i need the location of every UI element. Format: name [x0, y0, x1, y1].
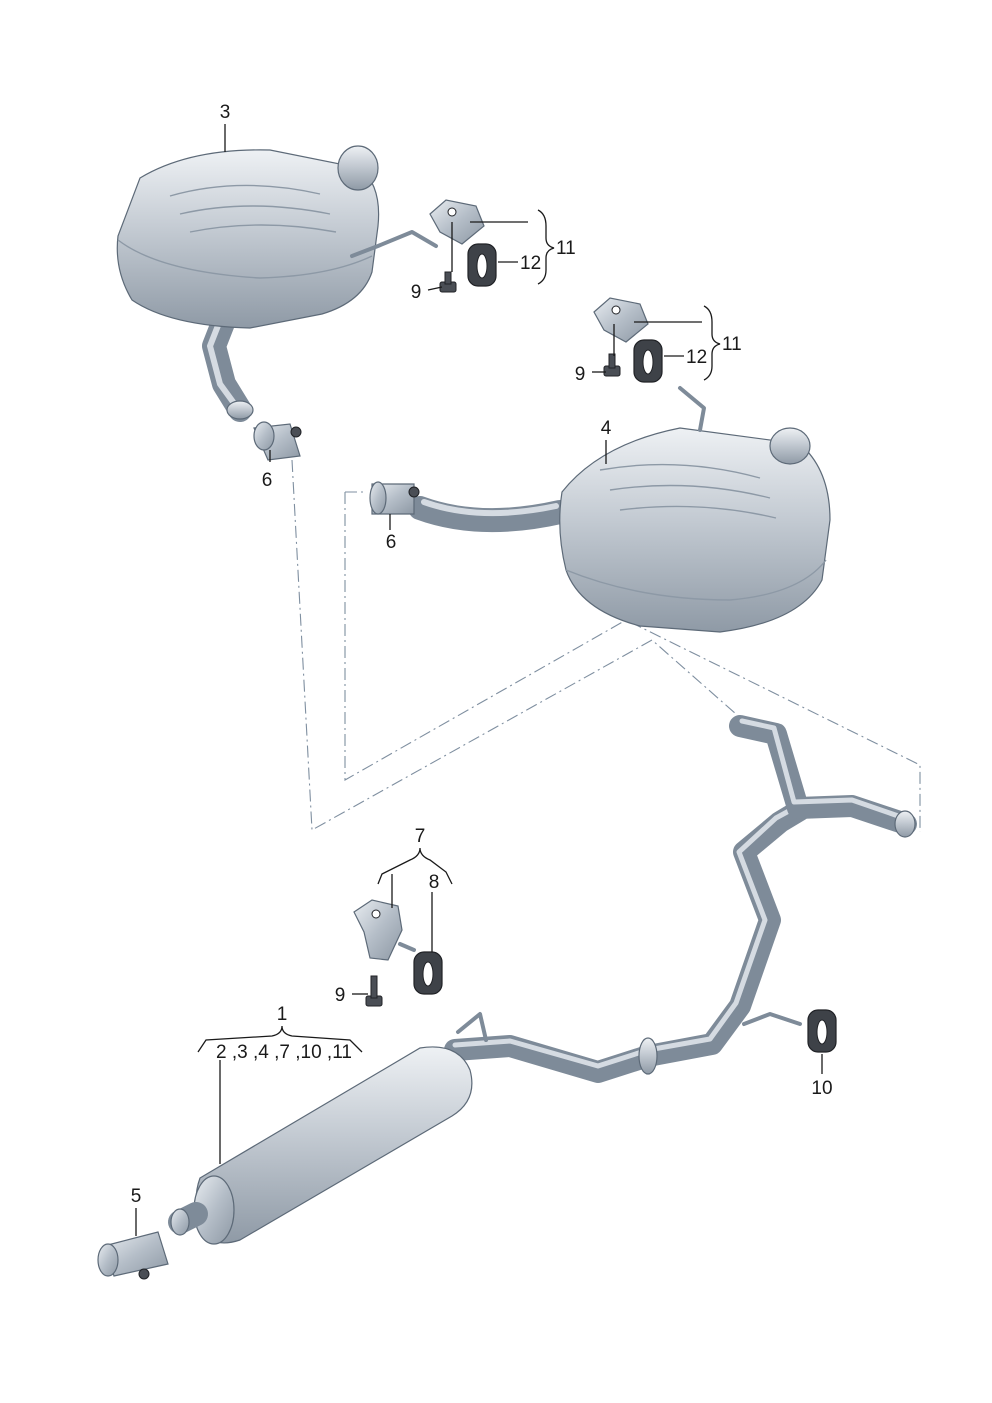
rubber-mount-middle: [633, 339, 663, 383]
brace-1: [197, 1025, 363, 1053]
front-silencer-inlet-end: [170, 1208, 190, 1236]
rubber-mount-right-hole: [816, 1019, 828, 1045]
clamp-middle: [369, 481, 420, 515]
muffler-right-seam: [565, 559, 827, 601]
muffler-left-pipe-end: [226, 400, 254, 420]
clamp-upper: [253, 421, 302, 461]
bolt-middle: [603, 353, 621, 377]
rear-muffler-left: [116, 145, 438, 422]
callout-bracket-assembly-lower: 7: [415, 826, 426, 847]
callout-bolt-lower: 9: [335, 985, 346, 1006]
bolt-lower-shank: [370, 975, 378, 999]
guide-line-1: [291, 459, 737, 831]
callout-clamp-front: 5: [131, 1186, 142, 1207]
bracket-lower-stud: [398, 942, 416, 952]
muffler-left-tailpipe: [337, 145, 379, 191]
bracket-lower-hole: [371, 909, 381, 919]
center-pipe-main: [444, 799, 811, 1083]
muffler-right-inlet-pipe: [408, 496, 572, 533]
bracket-lower: [353, 899, 416, 961]
rear-muffler-right: [408, 386, 831, 633]
muffler-left-body: [116, 149, 380, 329]
callout-bracket-assembly-middle: 11: [722, 334, 742, 355]
bracket-upper: [429, 199, 485, 245]
callout-rubber-mount-right: 10: [811, 1078, 832, 1099]
bolt-upper-shank: [444, 271, 452, 285]
bracket-upper-hole: [447, 207, 457, 217]
center-exhaust-pipe: [168, 715, 917, 1245]
rubber-mount-upper-hole: [476, 253, 488, 279]
callout-rubber-mount-upper: 12: [520, 253, 541, 274]
muffler-right-tailpipe: [769, 427, 811, 465]
callout-muffler-rear-right: 4: [601, 418, 612, 439]
clamp-upper-nut: [290, 426, 302, 438]
clamp-front: [97, 1231, 169, 1280]
leader-lines: [135, 124, 823, 1236]
y-pipe-branch-highlight: [739, 718, 907, 821]
callout-rubber-mount-lower: 8: [429, 872, 440, 893]
callout-exhaust-system-includes: 2 ,3 ,4 ,7 ,10 ,11: [216, 1042, 352, 1063]
muffler-left-ridges: [169, 184, 337, 233]
y-pipe-branch: [729, 715, 917, 835]
callout-clamp-middle: 6: [386, 532, 397, 553]
bracket-middle-body: [593, 297, 649, 343]
rubber-mount-middle-hole: [642, 349, 654, 375]
muffler-left-seam: [117, 239, 373, 279]
callout-rubber-mount-middle: 12: [686, 347, 707, 368]
bracket-upper-body: [429, 199, 485, 245]
brace-7: [377, 847, 453, 885]
rubber-mount-lower: [413, 951, 443, 995]
bracket-middle-hole: [611, 305, 621, 315]
brace-11-upper: [537, 209, 555, 285]
callout-bolt-middle: 9: [575, 364, 586, 385]
pipe-sleeve: [638, 1037, 658, 1075]
clamp-upper-ring: [253, 421, 275, 451]
clamp-middle-nut: [408, 486, 420, 498]
y-pipe-outlet-end: [894, 810, 916, 838]
muffler-right-inlet-pipe-highlight: [421, 499, 559, 517]
center-pipe-main-highlight: [452, 803, 801, 1069]
muffler-right-hanger-rod: [678, 386, 706, 432]
leader-9-upper: [427, 286, 443, 291]
callout-muffler-rear-left: 3: [220, 102, 231, 123]
rubber-mount-lower-hole: [422, 961, 434, 987]
callout-bolt-upper: 9: [411, 282, 422, 303]
center-pipe-hanger-rod-right: [742, 1012, 802, 1026]
rubber-mount-right: [807, 1009, 837, 1053]
bolt-upper: [439, 271, 457, 293]
callout-clamp-upper: 6: [262, 470, 273, 491]
clamp-middle-ring: [369, 481, 387, 515]
rubber-mount-upper: [467, 243, 497, 287]
muffler-left-hanger-rod: [350, 230, 438, 258]
clamp-front-nut: [138, 1268, 150, 1280]
bolt-middle-shank: [608, 353, 616, 369]
bracket-lower-body: [353, 899, 403, 961]
callout-exhaust-system: 1: [277, 1004, 288, 1025]
brace-11-middle: [703, 305, 721, 381]
clamp-front-ring: [97, 1243, 119, 1277]
callout-labels: 3 4 6 6 5 11 12 11 12 9 9 9 7 8 10 1 2 ,…: [131, 102, 833, 1207]
center-pipe-hanger-rod-left: [456, 1012, 488, 1042]
front-silencer-body: [195, 1046, 473, 1244]
bracket-middle: [593, 297, 649, 343]
bolt-lower: [365, 975, 383, 1007]
callout-bracket-assembly-upper: 11: [556, 238, 576, 259]
muffler-right-ridges: [599, 463, 777, 519]
